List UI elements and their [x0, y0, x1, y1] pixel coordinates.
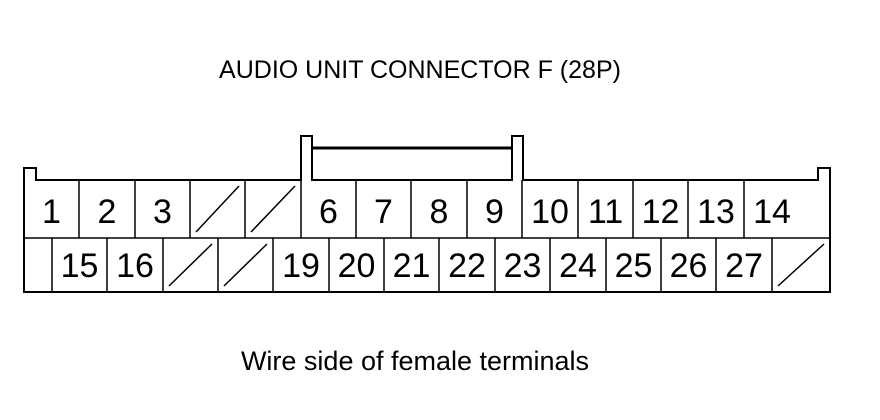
empty-cavity-slash: [223, 243, 268, 287]
terminal-number: 1: [42, 193, 61, 231]
terminal-number: 13: [697, 193, 735, 231]
bottom-row: 15 16 19 20 21 22 23 24 25 26 27: [51, 238, 825, 292]
terminal-number: 20: [338, 247, 376, 285]
empty-cavity-slash: [777, 243, 825, 287]
terminal-number: 11: [588, 193, 623, 231]
terminal-number: 19: [282, 247, 320, 285]
connector-housing: [23, 135, 831, 293]
connector-title: AUDIO UNIT CONNECTOR F (28P): [219, 56, 621, 84]
terminal-number: 14: [753, 193, 791, 231]
connector-caption: Wire side of female terminals: [240, 346, 590, 376]
terminal-number: 23: [504, 247, 542, 285]
terminal-number: 7: [374, 193, 393, 231]
terminal-number: 6: [319, 193, 338, 231]
empty-cavity-slash: [195, 185, 240, 233]
terminal-number: 8: [430, 193, 449, 231]
terminal-number: 3: [153, 193, 172, 231]
terminal-number: 10: [531, 193, 569, 231]
terminal-number: 9: [485, 193, 504, 231]
terminal-number: 16: [116, 247, 154, 285]
terminal-number: 26: [670, 247, 708, 285]
terminal-number: 27: [725, 247, 763, 285]
terminal-number: 15: [61, 247, 99, 285]
terminal-number: 12: [642, 193, 680, 231]
terminal-number: 25: [615, 247, 653, 285]
empty-cavity-slash: [168, 243, 213, 287]
terminal-number: 2: [98, 193, 117, 231]
terminal-number: 21: [393, 247, 431, 285]
empty-cavity-slash: [250, 185, 296, 233]
terminal-number: 24: [559, 247, 597, 285]
terminal-number: 22: [448, 247, 486, 285]
